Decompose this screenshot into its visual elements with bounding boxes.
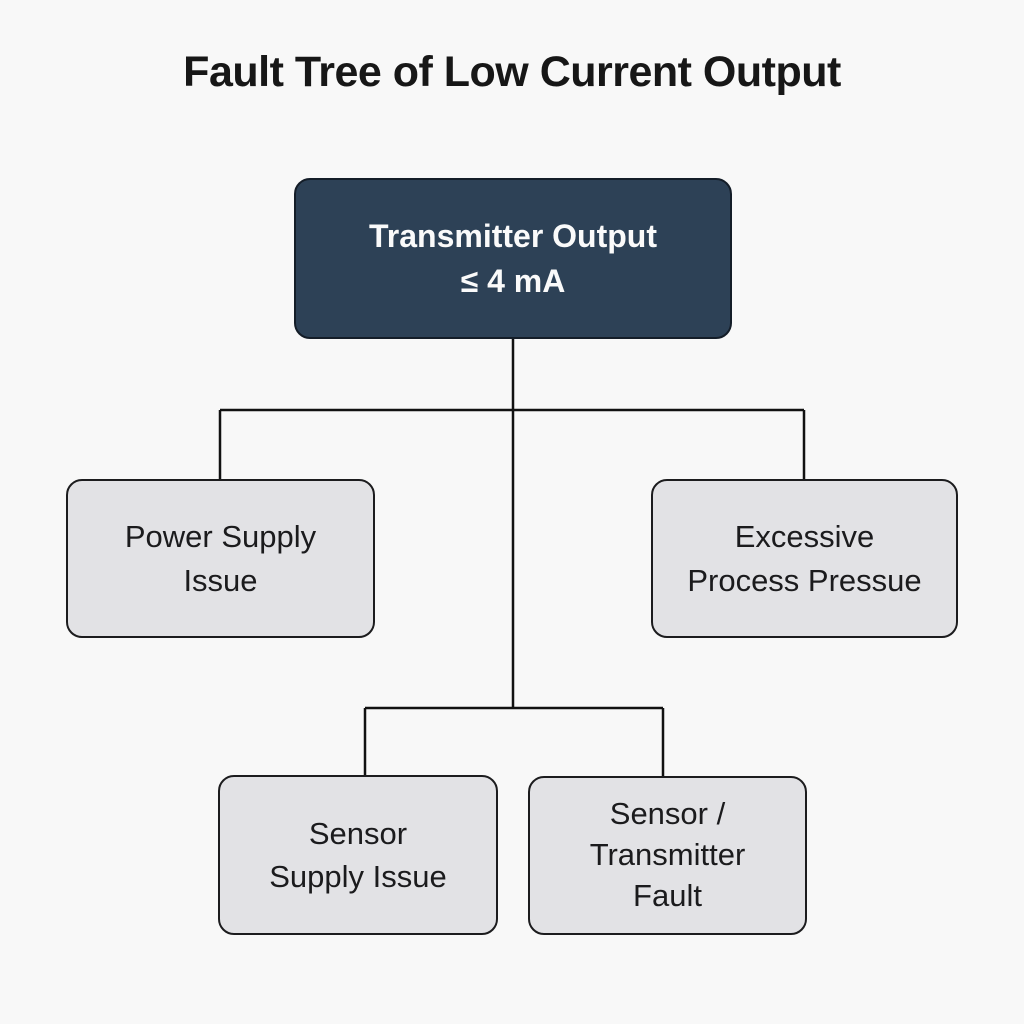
node-transmitter-output-label: Transmitter Output ≤ 4 mA <box>368 217 657 299</box>
node-sensor-transmitter-fault-label: Sensor / Transmitter Fault <box>589 796 746 913</box>
node-power-supply-issue-label: Power Supply Issue <box>124 519 317 598</box>
node-excessive-process-pressue: Excessive Process Pressue <box>651 479 958 638</box>
node-power-supply-issue: Power Supply Issue <box>66 479 375 638</box>
node-sensor-transmitter-fault: Sensor / Transmitter Fault <box>528 776 807 935</box>
node-sensor-supply-issue-label: Sensor Supply Issue <box>269 815 447 894</box>
node-sensor-supply-issue: Sensor Supply Issue <box>218 775 498 935</box>
diagram-title: Fault Tree of Low Current Output <box>183 48 841 96</box>
node-excessive-process-pressue-label: Excessive Process Pressue <box>687 519 922 598</box>
node-transmitter-output: Transmitter Output ≤ 4 mA <box>294 178 732 339</box>
